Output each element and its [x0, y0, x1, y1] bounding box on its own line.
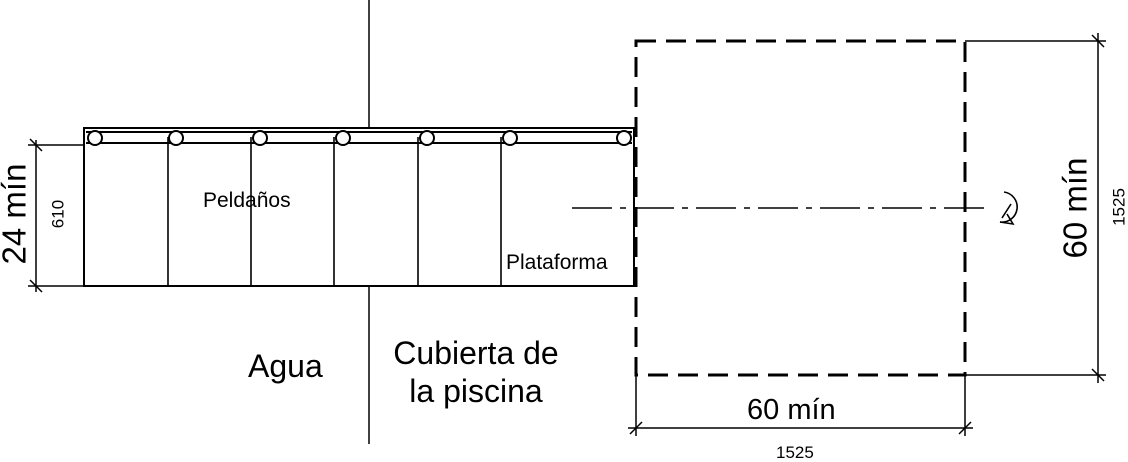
handrail-post — [502, 130, 518, 146]
space-width-metric: 1525 — [776, 443, 814, 462]
platform-label: Plataforma — [506, 251, 608, 274]
space-depth-imperial: 60 mín — [1056, 157, 1094, 259]
handrail-post — [616, 130, 632, 146]
right-tick-bottom — [1091, 368, 1105, 382]
pool-deck-label-line1: Cubierta de — [393, 335, 559, 371]
handrail-post — [168, 130, 184, 146]
left-tick-bottom — [29, 279, 43, 293]
pool-deck-label-line2: la piscina — [409, 373, 543, 409]
bottom-tick-left — [629, 421, 643, 435]
bottom-tick-right — [958, 421, 972, 435]
right-tick-top — [1091, 34, 1105, 48]
bottom-dimension — [628, 375, 973, 436]
space-width-imperial: 60 mín — [747, 394, 836, 426]
stair-width-metric: 610 — [48, 199, 68, 229]
steps-outline — [83, 127, 635, 287]
left-tick-top — [29, 138, 43, 152]
handrail-post — [335, 130, 351, 146]
step-risers — [167, 137, 502, 286]
water-label: Agua — [248, 348, 323, 384]
pool-deck-label: Cubierta de la piscina — [384, 334, 568, 410]
handrail-posts — [87, 130, 632, 146]
stair-width-imperial: 24 mín — [0, 163, 33, 265]
handrail-post — [419, 130, 435, 146]
handrail-post — [87, 130, 103, 146]
steps-label: Peldaños — [203, 189, 291, 212]
wheelchair-turning-icon — [999, 191, 1018, 226]
left-dimension — [28, 138, 84, 293]
handrail-post — [252, 130, 268, 146]
space-depth-metric: 1525 — [1109, 188, 1128, 226]
right-dimension — [965, 33, 1106, 383]
